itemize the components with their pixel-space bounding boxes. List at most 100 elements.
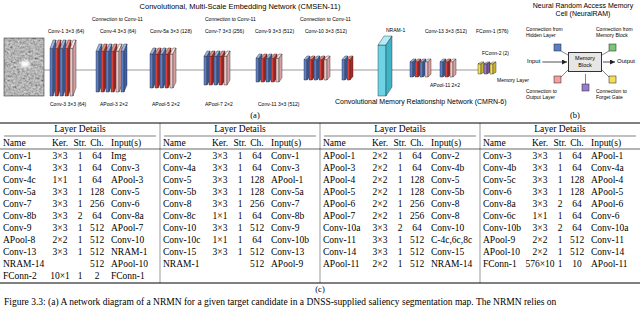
table-cell: 64 xyxy=(248,150,266,162)
table-cell: APool-11 xyxy=(323,258,371,270)
table-cell: Conv-5a xyxy=(3,186,51,198)
table-cell: 1 xyxy=(392,198,408,210)
table-cell: Img xyxy=(111,150,159,162)
table-cell: 64 xyxy=(88,162,106,174)
table-cell: 128 xyxy=(568,174,586,186)
table-cell: 64 xyxy=(88,210,106,222)
figure-label: Connection to Conv-11 xyxy=(92,16,152,22)
table-cell: 1 xyxy=(392,246,408,258)
figure-label: APool-3 2×2 xyxy=(100,101,150,107)
table-column-header: Ch. xyxy=(408,137,426,149)
table-column-header: Ker. xyxy=(525,137,555,149)
table-cell: Conv-7 xyxy=(271,198,319,210)
table-cell: 128 xyxy=(408,174,426,186)
figure-label: Convolutional Memory Relationship Networ… xyxy=(335,98,495,106)
flow-arrow xyxy=(542,62,567,63)
table-cell: 10×1 xyxy=(45,270,75,282)
table-cell: Conv-2 xyxy=(163,150,211,162)
figure-label: Connection to Conv-11 xyxy=(300,16,360,22)
table-cell: 128 xyxy=(248,186,266,198)
figure-caption: Figure 3.3: (a) A network diagram of a N… xyxy=(4,297,636,308)
table-cell: 1×1 xyxy=(45,174,75,186)
table-cell: 64 xyxy=(568,198,586,210)
table-cell: Conv-10a xyxy=(323,222,371,234)
table-cell: 2 xyxy=(552,198,568,210)
table-cell: 64 xyxy=(568,162,586,174)
table-cell: 64 xyxy=(568,150,586,162)
table-cell: 1×1 xyxy=(525,210,555,222)
pool-slab xyxy=(425,59,431,77)
table-cell: Conv-4c xyxy=(3,174,51,186)
table-cell: 3×3 xyxy=(45,162,75,174)
figure-label: APool-11 2×2 xyxy=(430,82,470,88)
table-cell: 1 xyxy=(232,246,248,258)
table-column-header: Ker. xyxy=(45,137,75,149)
table-cell: Conv-6 xyxy=(483,186,531,198)
figure-label: Conv-1 3×3 (64) xyxy=(48,28,98,34)
table-rules xyxy=(0,123,640,283)
group-rule xyxy=(164,136,316,137)
figure-label: Conv-3 3×3 (64) xyxy=(50,101,100,107)
table-cell: 1 xyxy=(552,246,568,258)
table-cell: Conv-8a xyxy=(483,198,531,210)
table-cell: 3×3 xyxy=(205,150,235,162)
table-cell: Conv-9 xyxy=(271,222,319,234)
table-column-header: Str. xyxy=(72,137,88,149)
table-cell: 1 xyxy=(232,210,248,222)
conv-slab xyxy=(121,44,127,92)
table-cell: APool-7 xyxy=(111,222,159,234)
table-cell: 1 xyxy=(72,246,88,258)
table-cell: Conv-3 xyxy=(111,162,159,174)
gate-wire xyxy=(585,74,586,84)
table-cell: 1 xyxy=(392,150,408,162)
figure-label: Connection to Forget Gate xyxy=(596,88,638,100)
table-cell: Conv-15 xyxy=(163,246,211,258)
table-cell: Conv-5 xyxy=(163,174,211,186)
figure-label: Convolutional, Multi-Scale Embedding Net… xyxy=(110,2,370,11)
node-text: Memory Block xyxy=(571,55,599,68)
layer-slabs xyxy=(50,36,496,96)
table-cell: 64 xyxy=(88,174,106,186)
gate-block xyxy=(609,44,616,51)
table-column-header: Str. xyxy=(232,137,248,149)
table-cell: Conv-10b xyxy=(271,234,319,246)
table-cell: 64 xyxy=(408,150,426,162)
table-cell: 3×3 xyxy=(525,174,555,186)
table-cell: 3×3 xyxy=(45,198,75,210)
gate-block xyxy=(582,84,589,91)
group-rule xyxy=(324,136,476,137)
table-cell: 128 xyxy=(568,186,586,198)
table-cell: NRAM-14 xyxy=(431,258,479,270)
table-cell: 2×2 xyxy=(525,234,555,246)
table-cell: Conv-6c xyxy=(483,210,531,222)
figure-label: Connection to Output Layer xyxy=(526,88,568,100)
table-cell: 2×2 xyxy=(365,258,395,270)
table-cell: 64 xyxy=(248,234,266,246)
table-cell: 2×2 xyxy=(45,234,75,246)
table-cell: 3×3 xyxy=(365,222,395,234)
group-separator xyxy=(160,123,161,283)
table-cell: 512 xyxy=(568,234,586,246)
table-cell: 3×3 xyxy=(45,210,75,222)
table-cell: APool-10 xyxy=(483,246,531,258)
table-cell: 1 xyxy=(72,234,88,246)
table-cell: 64 xyxy=(248,162,266,174)
table-cell: 10 xyxy=(568,258,586,270)
table-cell: 2 xyxy=(392,222,408,234)
table-cell: 2×2 xyxy=(365,210,395,222)
table-cell: 1 xyxy=(72,150,88,162)
table-cell: 1 xyxy=(232,198,248,210)
table-cell: 256 xyxy=(88,198,106,210)
figure-label: Conv-11 3×3 (512) xyxy=(258,101,313,107)
table-cell: 64 xyxy=(88,150,106,162)
table-cell: Conv-8b xyxy=(3,210,51,222)
figure-label: Conv-7 3×3 (256) xyxy=(205,28,255,34)
node-text: Output xyxy=(617,58,635,65)
table-cell: 3×3 xyxy=(525,186,555,198)
image-texture xyxy=(4,38,44,96)
nram-slab xyxy=(378,36,392,96)
pool-slab xyxy=(276,54,282,82)
table-cell: APool-1 xyxy=(591,150,639,162)
table-cell: Conv-5a xyxy=(271,186,319,198)
